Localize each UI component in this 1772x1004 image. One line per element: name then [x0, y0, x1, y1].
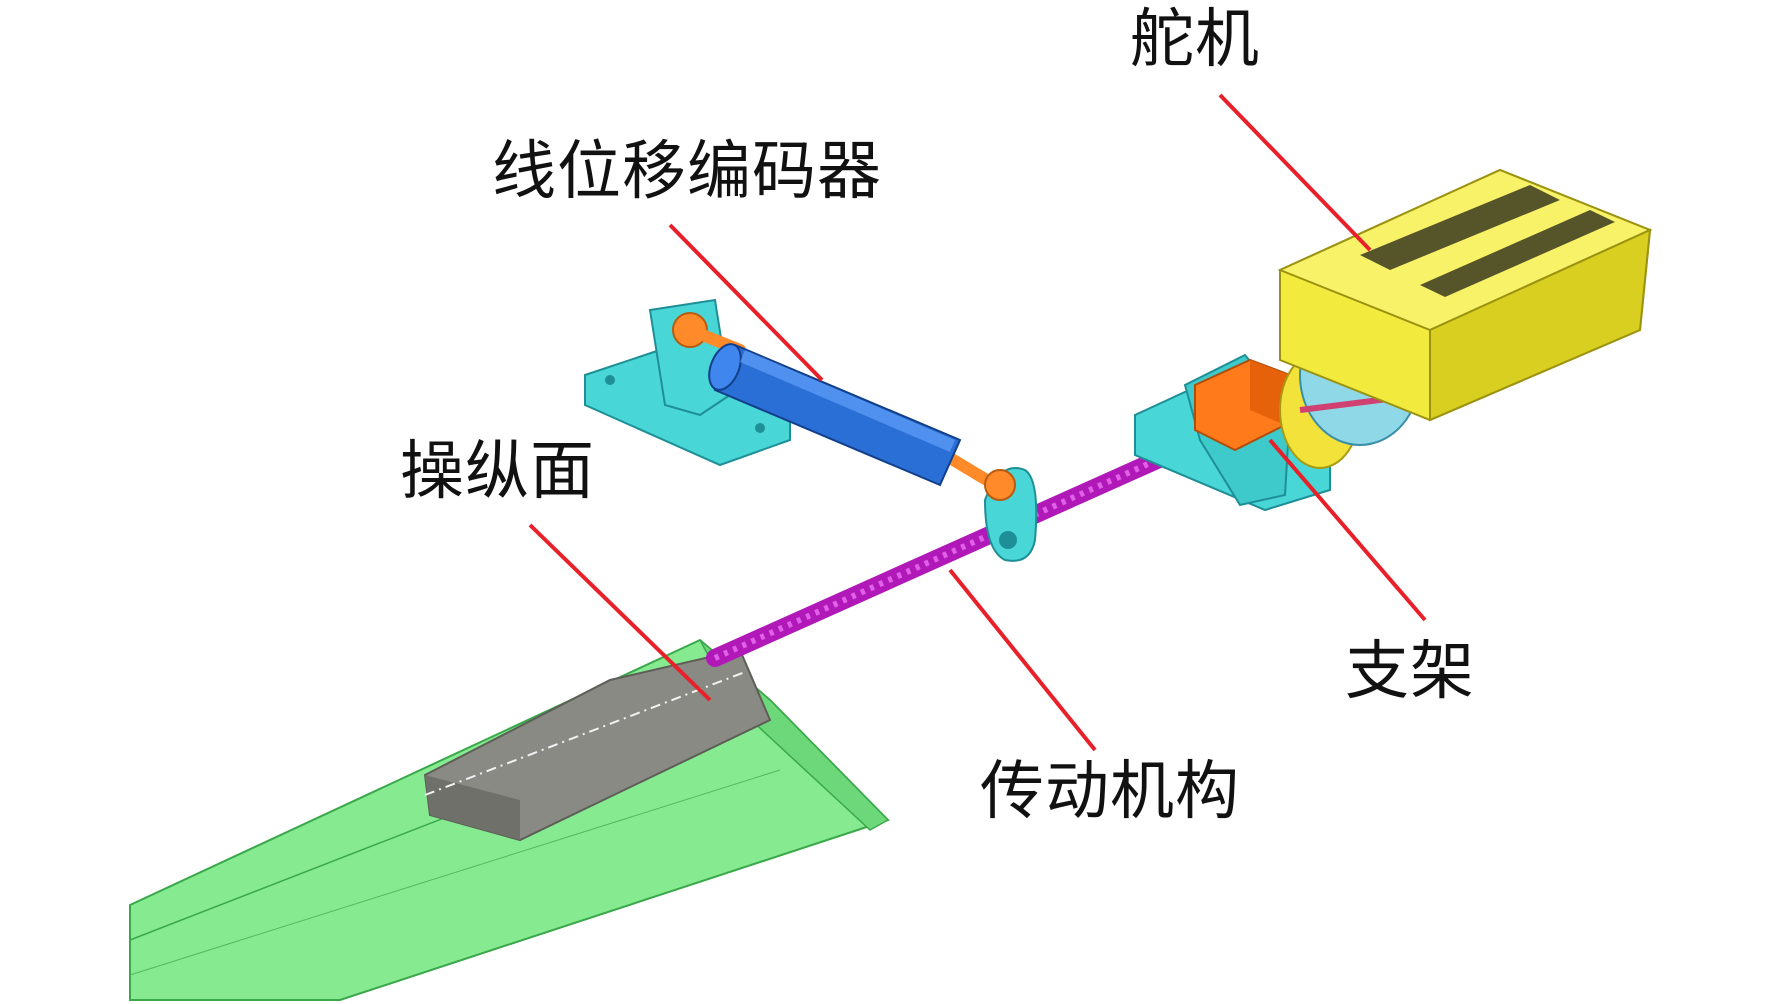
label-encoder: 线位移编码器 — [492, 135, 882, 209]
label-bracket: 支架 — [1345, 635, 1475, 709]
leader-encoder — [668, 223, 824, 382]
label-linkage: 传动机构 — [980, 755, 1240, 829]
leader-servo — [1218, 93, 1372, 252]
servo-motor — [1277, 168, 1653, 422]
leader-bracket — [1268, 438, 1427, 622]
leader-lines — [528, 93, 1427, 752]
linear-encoder — [708, 343, 962, 487]
transmission-shaft — [706, 416, 1244, 667]
label-servo: 舵机 — [1130, 3, 1260, 77]
label-control-surface: 操纵面 — [400, 435, 595, 509]
leader-control-surface — [528, 523, 712, 702]
leader-linkage — [948, 568, 1097, 752]
encoder-mount-bracket — [584, 298, 791, 467]
control-horn-block — [423, 648, 772, 842]
